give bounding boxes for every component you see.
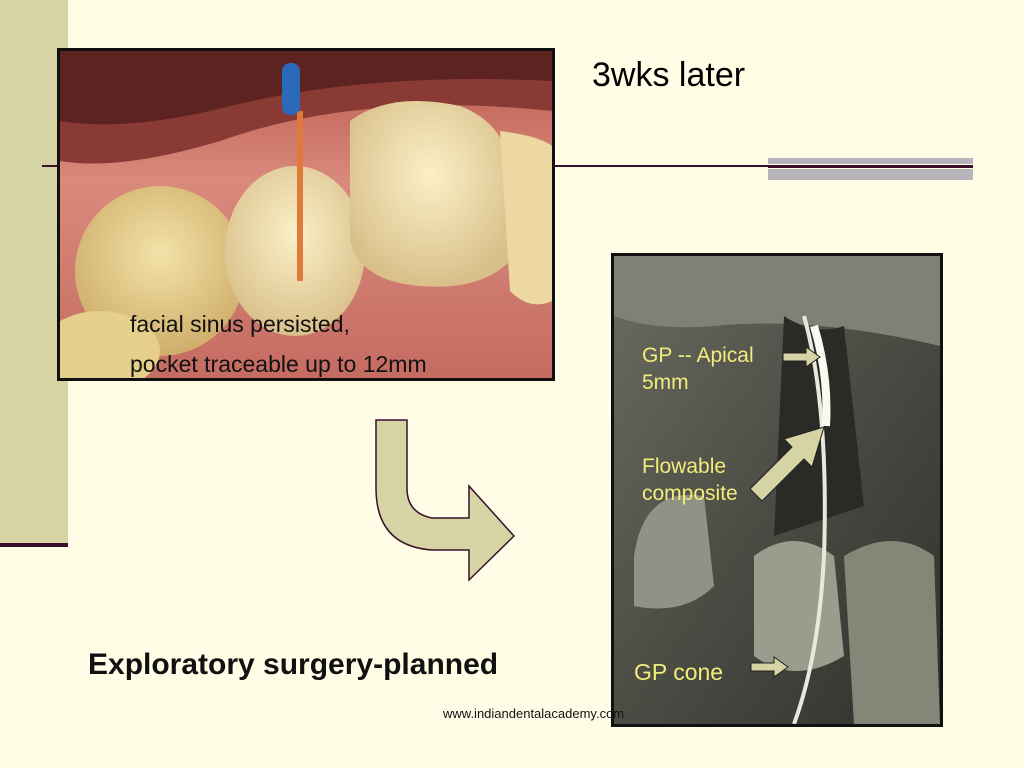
label-flowable-composite: Flowable composite bbox=[642, 455, 738, 505]
arrow-diagonal-icon bbox=[749, 426, 825, 502]
note-line-2: pocket traceable up to 12mm bbox=[130, 351, 427, 377]
arrow-right-icon bbox=[750, 656, 789, 678]
clinical-photo bbox=[57, 48, 555, 381]
title-rule-right bbox=[556, 165, 771, 167]
clinical-note: facial sinus persisted, pocket traceable… bbox=[130, 310, 430, 378]
slide-title: 3wks later bbox=[592, 56, 746, 94]
slide-heading: Exploratory surgery-planned bbox=[88, 648, 499, 681]
accent-bars bbox=[768, 158, 973, 180]
label-gp-cone: GP cone bbox=[634, 659, 724, 685]
curved-arrow-icon bbox=[375, 419, 516, 582]
label-gp-apical: GP -- Apical 5mm bbox=[642, 344, 754, 394]
footer-url: www.indiandentalacademy.com bbox=[443, 706, 625, 721]
arrow-right-icon bbox=[782, 346, 821, 368]
left-decor-bar bbox=[0, 0, 68, 545]
note-line-1: facial sinus persisted, bbox=[130, 311, 350, 337]
left-decor-rule bbox=[0, 543, 68, 547]
radiograph-image bbox=[611, 253, 943, 727]
